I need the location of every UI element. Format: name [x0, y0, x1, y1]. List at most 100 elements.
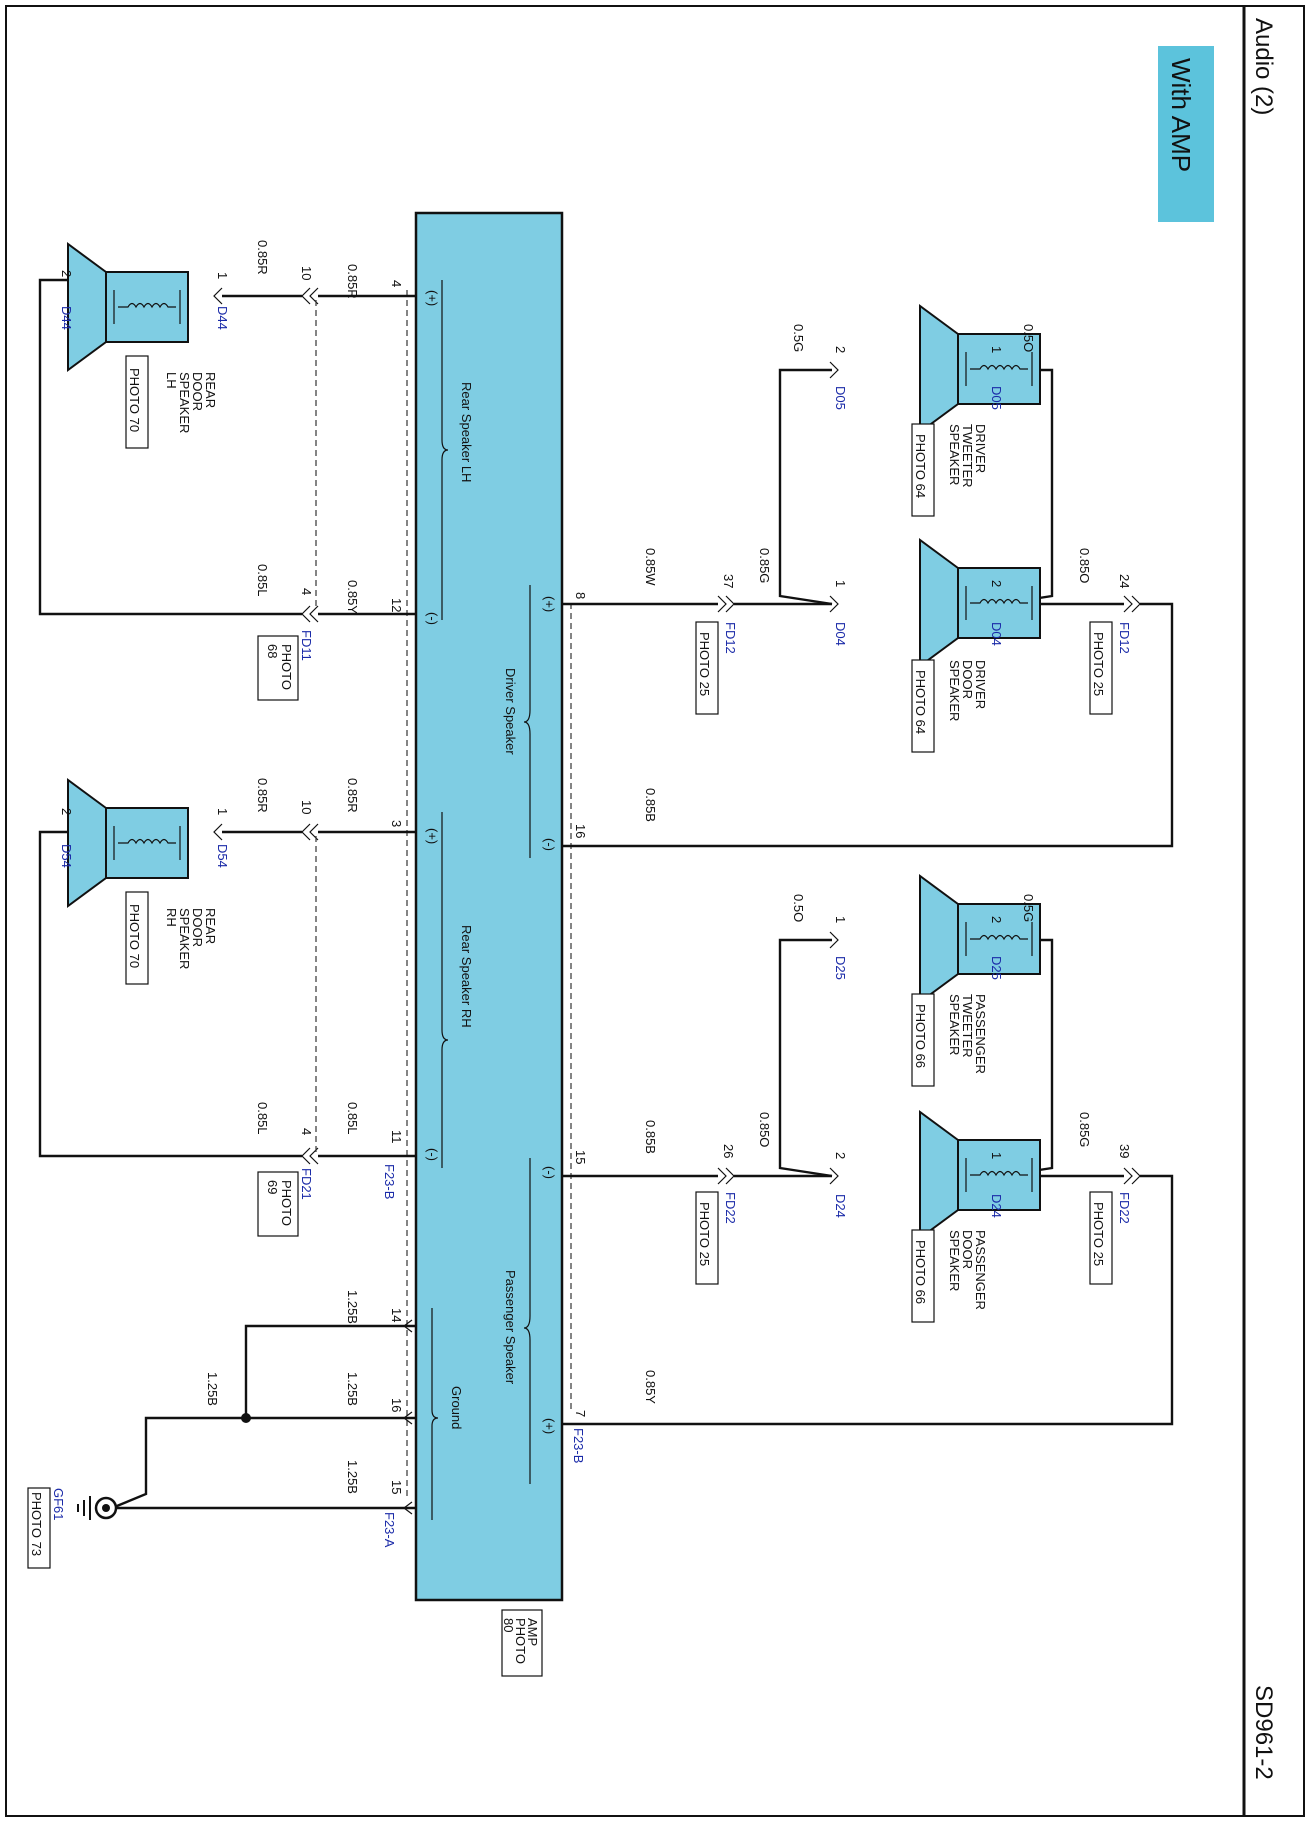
- svg-text:D54: D54: [59, 844, 74, 868]
- svg-text:0.85R: 0.85R: [345, 778, 360, 813]
- driver-door-speaker: [919, 539, 1041, 667]
- svg-text:1.25B: 1.25B: [345, 1290, 360, 1324]
- rear-rh-section-label: Rear Speaker RH: [459, 925, 474, 1028]
- svg-text:PHOTO 66: PHOTO 66: [913, 1004, 928, 1068]
- svg-text:0.85O: 0.85O: [1077, 548, 1092, 583]
- svg-text:FD11: FD11: [299, 630, 314, 661]
- svg-text:0.85G: 0.85G: [757, 548, 772, 583]
- driver-door-label: DRIVER DOOR SPEAKER PHOTO 64: [911, 659, 988, 753]
- svg-text:D54: D54: [215, 844, 230, 868]
- driver-tweeter-label: DRIVER TWEETER SPEAKER PHOTO 64: [911, 423, 988, 517]
- svg-text:8: 8: [573, 592, 588, 599]
- svg-text:PHOTO 25: PHOTO 25: [697, 632, 712, 696]
- ground-labels: 1.25B 1.25B 1.25B 1.25B GF61 PHOTO 73: [27, 1290, 360, 1569]
- svg-text:1: 1: [215, 272, 230, 279]
- page-frame: [5, 5, 1305, 1817]
- svg-text:DRIVER: DRIVER: [973, 660, 988, 709]
- svg-text:D04: D04: [833, 622, 848, 646]
- svg-text:PHOTO 73: PHOTO 73: [29, 1492, 44, 1556]
- connector-f23b-right: F23-B: [571, 1428, 586, 1463]
- rear-lh-label: REAR DOOR SPEAKER LH PHOTO 70: [125, 355, 218, 449]
- svg-text:DOOR: DOOR: [960, 660, 975, 699]
- rear-rh-label: REAR DOOR SPEAKER RH PHOTO 70: [125, 891, 218, 985]
- svg-text:PHOTO 25: PHOTO 25: [1091, 632, 1106, 696]
- amp-photo-box: AMP PHOTO 80: [501, 1609, 543, 1677]
- page-code: SD961-2: [1250, 1685, 1277, 1780]
- svg-text:SPEAKER: SPEAKER: [947, 1230, 962, 1291]
- svg-text:2: 2: [833, 346, 848, 353]
- svg-text:REAR: REAR: [203, 908, 218, 944]
- svg-text:D24: D24: [833, 1194, 848, 1218]
- passenger-connector-labels: FD22 FD22 D24 D24 D25 D25: [723, 956, 1132, 1224]
- svg-text:0.85Y: 0.85Y: [345, 580, 360, 614]
- svg-text:LH: LH: [164, 372, 179, 389]
- svg-text:1.25B: 1.25B: [205, 1372, 220, 1406]
- svg-text:14: 14: [389, 1308, 404, 1322]
- svg-text:D24: D24: [989, 1194, 1004, 1218]
- svg-text:0.85O: 0.85O: [757, 1112, 772, 1147]
- svg-text:PHOTO: PHOTO: [279, 644, 294, 690]
- svg-text:10: 10: [299, 266, 314, 280]
- rear-lh-section-label: Rear Speaker LH: [459, 382, 474, 482]
- svg-text:39: 39: [1117, 1144, 1132, 1158]
- passenger-section-label: Passenger Speaker: [503, 1270, 518, 1385]
- svg-text:15: 15: [389, 1480, 404, 1494]
- svg-text:0.85L: 0.85L: [255, 1102, 270, 1135]
- svg-text:FD22: FD22: [1117, 1192, 1132, 1224]
- svg-text:10: 10: [299, 800, 314, 814]
- ground-section-label: Ground: [449, 1386, 464, 1429]
- rear-door-speaker-lh: [67, 243, 189, 371]
- svg-text:7: 7: [573, 1410, 588, 1417]
- svg-text:11: 11: [389, 1130, 404, 1144]
- connector-f23b-left: F23-B: [382, 1164, 397, 1199]
- svg-text:PHOTO 70: PHOTO 70: [127, 904, 142, 968]
- svg-text:0.85R: 0.85R: [345, 264, 360, 299]
- svg-text:D44: D44: [215, 306, 230, 330]
- svg-text:FD12: FD12: [1117, 622, 1132, 654]
- connector-f23a: F23-A: [382, 1512, 397, 1548]
- svg-text:4: 4: [299, 588, 314, 595]
- svg-text:D05: D05: [833, 386, 848, 410]
- svg-text:2: 2: [833, 1152, 848, 1159]
- svg-text:D05: D05: [989, 386, 1004, 410]
- svg-text:2: 2: [59, 808, 74, 815]
- ground-junction: [241, 1413, 251, 1423]
- svg-text:0.5G: 0.5G: [1021, 894, 1036, 922]
- svg-text:80: 80: [501, 1618, 516, 1632]
- amp-unit: [414, 211, 564, 1602]
- svg-text:0.85W: 0.85W: [643, 548, 658, 586]
- svg-text:2: 2: [989, 580, 1004, 587]
- svg-text:0.85G: 0.85G: [1077, 1112, 1092, 1147]
- passenger-door-speaker: [919, 1111, 1041, 1239]
- svg-text:PHOTO: PHOTO: [279, 1180, 294, 1226]
- passenger-tweeter-label: PASSENGER TWEETER SPEAKER PHOTO 66: [911, 993, 988, 1087]
- svg-text:1: 1: [833, 916, 848, 923]
- svg-text:D25: D25: [833, 956, 848, 980]
- svg-text:26: 26: [721, 1144, 736, 1158]
- svg-text:SPEAKER: SPEAKER: [947, 660, 962, 721]
- svg-text:D44: D44: [59, 306, 74, 330]
- svg-text:1.25B: 1.25B: [345, 1460, 360, 1494]
- svg-text:PHOTO 64: PHOTO 64: [913, 434, 928, 498]
- svg-text:FD22: FD22: [723, 1192, 738, 1224]
- svg-text:16: 16: [573, 824, 588, 838]
- fd22-photo-boxes: PHOTO 25 PHOTO 25: [695, 1191, 1113, 1285]
- svg-text:(+): (+): [542, 596, 557, 612]
- svg-text:DOOR: DOOR: [190, 372, 205, 411]
- rear-connector-labels: D44 D44 FD11 D54 D54 FD21: [59, 306, 314, 1200]
- svg-text:68: 68: [265, 644, 280, 658]
- page-title: Audio (2): [1250, 18, 1277, 115]
- svg-text:AMP: AMP: [525, 1618, 540, 1646]
- svg-text:TWEETER: TWEETER: [960, 994, 975, 1058]
- svg-text:RH: RH: [164, 908, 179, 927]
- driver-wire-labels: 0.85W 0.85G 0.85O 0.5G 0.5O 0.85B 37 24 …: [643, 324, 1132, 822]
- svg-text:SPEAKER: SPEAKER: [947, 994, 962, 1055]
- fd11-photo-box: PHOTO 68: [257, 635, 299, 701]
- svg-text:(-): (-): [542, 1166, 557, 1179]
- svg-text:0.85B: 0.85B: [643, 788, 658, 822]
- svg-text:37: 37: [721, 574, 736, 588]
- passenger-wire-labels: 0.85B 0.85O 0.85G 0.5O 0.5G 0.85Y 26 39 …: [643, 894, 1132, 1404]
- svg-text:DOOR: DOOR: [190, 908, 205, 947]
- svg-text:1.25B: 1.25B: [345, 1372, 360, 1406]
